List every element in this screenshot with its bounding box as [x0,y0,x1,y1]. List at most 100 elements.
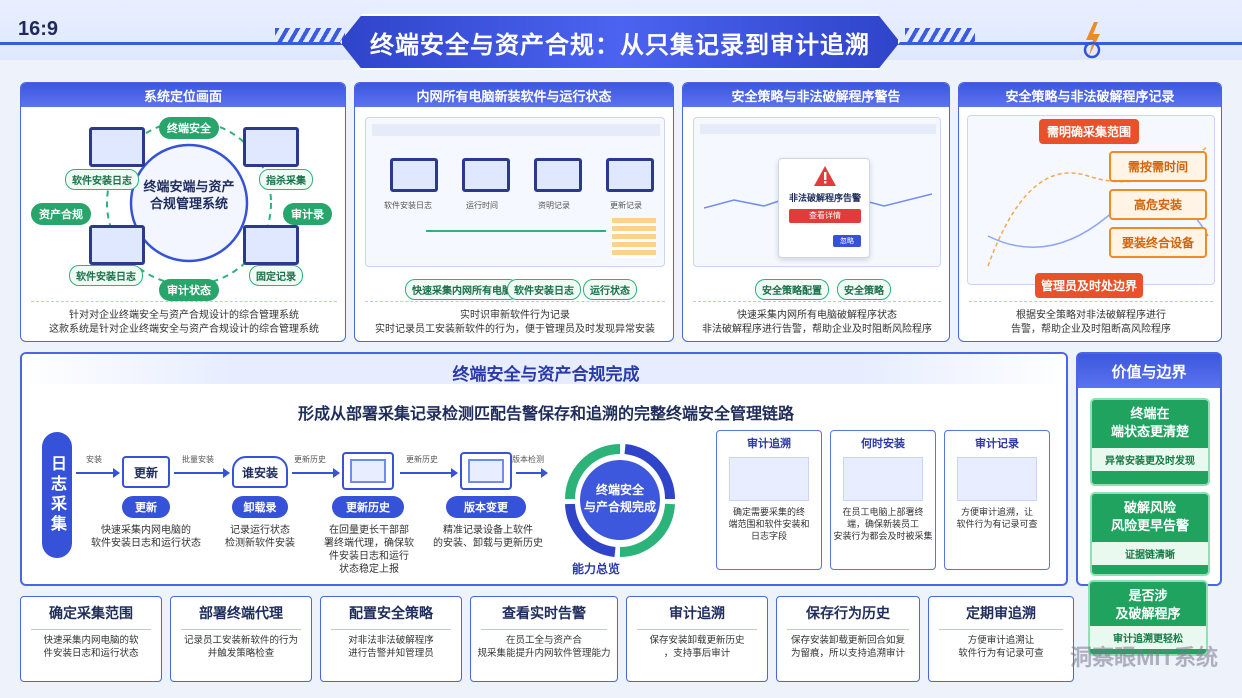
table-thumb [612,218,656,258]
brand-logo-icon [1083,22,1101,59]
step-box-update: 更新 [122,456,170,488]
node-pill: 资产合规 [31,203,91,225]
value-sub: 证据链清晰 [1092,542,1208,565]
dashboard-screenshot: 软件安装日志 运行时间 资明记录 更新记录 [365,117,665,267]
bottom-step-title: 查看实时告警 [502,606,586,622]
card-thumb [957,457,1037,501]
node-pill: 终端安全 [159,117,219,139]
panel-title: 内网所有电脑新装软件与运行状态 [355,83,673,107]
card-title: 审计记录 [975,437,1019,450]
step-top-label: 更新历史 [294,455,326,464]
feature-pill: 安全策略 [837,279,891,300]
alert-ignore-button[interactable]: 忽略 [833,235,861,247]
monitor-icon [390,158,438,192]
flow-arrow [292,468,340,478]
feature-card: 审计追溯 确定需要采集的终 端范围和软件安装和 日志字段 [716,430,822,570]
flow-label: 软件安装日志 [384,201,432,210]
step-pill: 卸载录 [232,496,288,518]
panel-title: 安全策略与非法破解程序记录 [959,83,1221,107]
bottom-step-title: 定期审追溯 [966,606,1036,622]
divider [31,301,337,302]
panel-caption-1: 针对对企业终端安全与资产合规设计的综合管理系统 [69,310,299,321]
scope-button[interactable]: 需明确采集范围 [1039,119,1139,144]
watermark: 洞察眼MIT系统 [1070,645,1218,670]
bottom-step: 部署终端代理 记录员工安装新软件的行为 并触发策略检查 [170,596,312,682]
bottom-step: 定期审追溯 方便审计追溯让 软件行为有记录可查 [928,596,1074,682]
alert-detail-button[interactable]: 查看详情 [789,209,861,223]
step-pill: 更新历史 [332,496,404,518]
bottom-step-desc: 对非法非法破解程序 进行告警并知管理员 [348,635,434,659]
panel-title: 安全策略与非法破解程序警告 [683,83,949,107]
header-rule-left [0,42,345,45]
flow-arrow [400,468,458,478]
card-title: 何时安装 [861,437,905,450]
monitor-icon [89,127,145,167]
feature-card: 何时安装 在员工电脑上部署终 端，确保新装员工 安装行为都会及时被采集 [830,430,936,570]
bottom-step: 配置安全策略 对非法非法破解程序 进行告警并知管理员 [320,596,462,682]
panel-caption-1: 快速采集内网所有电脑破解程序状态 [737,310,897,321]
feature-pill: 软件安装日志 [507,279,581,300]
monitor-icon [243,127,299,167]
cycle-ring [565,444,676,558]
orange-tag: 需按需时间 [1109,151,1207,182]
panel-caption-2: 告警，帮助企业及时阻断高风险程序 [1011,324,1171,335]
step-pill: 版本变更 [446,496,526,518]
divider [969,301,1213,302]
cycle-center-label: 终端安全 与产合规完成 [583,483,656,514]
section-subtitle: 形成从部署采集记录检测匹配告警保存和追溯的完整终端安全管理链路 [297,404,794,423]
panel-title: 价值与边界 [1078,354,1220,388]
step-desc: 快速采集内网电脑的 软件安装日志和运行状态 [91,525,201,549]
section-title: 终端安全与资产合规完成 [452,365,640,385]
card-thumb [843,457,923,501]
node-pill: 指杀采集 [259,169,313,190]
orange-tag: 要装终合设备 [1109,227,1207,258]
panel-policy-record: 安全策略与非法破解程序记录 需明确采集范围 需按需时间 高危安装 要装终合设备 … [958,82,1222,342]
warning-icon [814,166,836,186]
step-box-history [342,452,394,490]
panel-title: 系统定位画面 [21,83,345,107]
monitor-icon [89,225,145,265]
panel-caption-1: 根据安全策略对非法破解程序进行 [1016,310,1166,321]
bottom-step-title: 部署终端代理 [199,606,283,622]
boundary-button[interactable]: 管理员及时处边界 [1035,273,1143,298]
card-thumb [729,457,809,501]
panel-caption-1: 实时识审新软件行为记录 [460,310,570,321]
panel-caption-2: 这款系统是针对企业终端安全与资产合规设计的综合管理系统 [49,324,319,335]
card-desc: 方便审计追溯，让 软件行为有记录可查 [956,508,1038,530]
panel-system-positioning: 系统定位画面 终端安端与资产 合规管理系统 终端安全 软件安装日志 指杀采集 资… [20,82,346,342]
value-sub: 异常安装更及时发现 [1092,448,1208,471]
flow-label: 更新记录 [610,201,642,210]
node-pill: 审计状态 [159,279,219,301]
bottom-step-desc: 方便审计追溯让 软件行为有记录可查 [958,635,1044,659]
feature-card: 审计记录 方便审计追溯，让 软件行为有记录可查 [944,430,1050,570]
bottom-step: 审计追溯 保存安装卸载更新历史 ，支持事后审计 [626,596,768,682]
orange-tag: 高危安装 [1109,189,1207,220]
log-collect-label: 日志采集 [42,432,72,558]
card-desc: 在员工电脑上部署终 端，确保新装员工 安装行为都会及时被采集 [833,508,933,542]
monitor-icon [606,158,654,192]
monitor-icon [243,225,299,265]
header-stripes-right [905,28,975,42]
step-desc: 精准记录设备上软件 的安装、卸载与更新历史 [433,525,543,549]
step-desc: 在回量更长干部部 署终端代理，确保软 件安装日志和运行 状态稳定上报 [324,525,414,575]
panel-software-status: 内网所有电脑新装软件与运行状态 软件安装日志 运行时间 资明记录 更新记录 快速… [354,82,674,342]
bottom-step-desc: 保存安装卸载更新历史 ，支持事后审计 [649,635,745,659]
bottom-step-title: 配置安全策略 [349,606,433,622]
step-box-installer: 谁安装 [232,456,288,488]
header-rule-right [895,42,1242,45]
step-box-version [460,452,512,490]
node-pill: 审计录 [283,203,332,225]
feature-pill: 安全策略配置 [755,279,829,300]
value-card: 是否涉 及破解程序 审计追溯更轻松 [1088,580,1208,656]
step-top-label: 更新历史 [406,455,438,464]
bottom-step: 确定采集范围 快速采集内网电脑的软 件安装日志和运行状态 [20,596,162,682]
monitor-icon [462,158,510,192]
panel-caption-2: 非法破解程序进行告警，帮助企业及时阻断风险程序 [702,324,932,335]
panel-policy-alert: 安全策略与非法破解程序警告 非法破解程序告警 查看详情 忽略 安全策略配置 安全… [682,82,950,342]
value-title: 终端在 端状态更清楚 [1110,407,1189,440]
divider [365,301,665,302]
card-desc: 确定需要采集的终 端范围和软件安装和 日志字段 [728,508,810,542]
value-card: 破解风险 风险更早告警 证据链清晰 [1090,492,1210,576]
node-pill: 软件安装日志 [69,265,143,286]
feature-pill: 快速采集内网所有电脑 [405,279,519,300]
